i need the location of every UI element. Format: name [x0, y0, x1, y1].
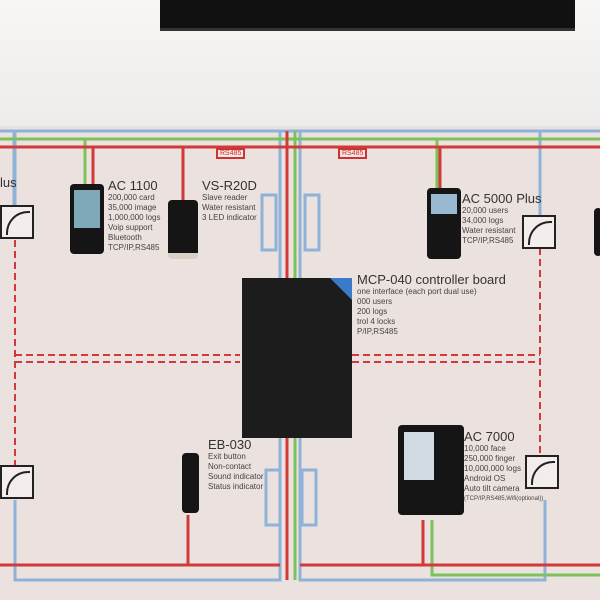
device-title: AC 5000 Plus: [462, 191, 542, 206]
ac7000-device: [398, 425, 464, 515]
device-title: EB-030: [208, 437, 252, 452]
lock-icon: [522, 215, 556, 249]
rs485-label: RS485: [338, 148, 368, 159]
lock-icon: [0, 465, 34, 499]
device-title: AC 1100: [108, 178, 158, 193]
partial-device: [594, 208, 600, 256]
mcp040-info: MCP-040 controller board one interface (…: [357, 272, 506, 337]
mcp040-controller-box: [242, 278, 352, 438]
ac1100-device: [70, 184, 104, 254]
device-title: AC 7000: [464, 429, 515, 444]
lock-icon: [0, 205, 34, 239]
device-title: VS-R20D: [202, 178, 257, 193]
ac5000-device: [427, 188, 461, 259]
lock-icon: [525, 455, 559, 489]
vsr20d-device: [168, 200, 198, 259]
rs485-label: RS485: [216, 148, 246, 159]
eb030-device: [182, 453, 199, 513]
device-title: MCP-040 controller board: [357, 272, 506, 287]
device-specs: one interface (each port dual use)000 us…: [357, 287, 477, 336]
partial-device-title: lus: [0, 175, 17, 190]
television: [160, 0, 575, 31]
